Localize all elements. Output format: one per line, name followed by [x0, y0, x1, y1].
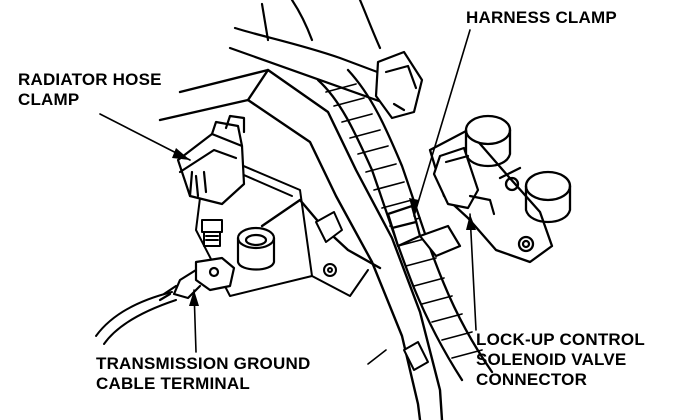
label-line: TRANSMISSION GROUND: [96, 354, 311, 373]
label-lockup-control-connector: LOCK-UP CONTROL SOLENOID VALVE CONNECTOR: [476, 330, 645, 390]
radiator-hose-clamp-part: [176, 114, 246, 206]
ground-terminal-part: [158, 256, 236, 302]
bolt: [201, 219, 223, 247]
label-radiator-hose-clamp: RADIATOR HOSE CLAMP: [18, 70, 162, 110]
rail-stud: [315, 211, 429, 371]
label-line: CABLE TERMINAL: [96, 374, 250, 393]
label-line: LOCK-UP CONTROL: [476, 330, 645, 349]
label-line: RADIATOR HOSE: [18, 70, 162, 89]
label-line: CONNECTOR: [476, 370, 588, 389]
upper-connector: [374, 50, 424, 120]
lockup-connector-part: [418, 146, 496, 258]
label-transmission-ground-cable-terminal: TRANSMISSION GROUND CABLE TERMINAL: [96, 354, 310, 394]
label-line: HARNESS CLAMP: [466, 8, 617, 27]
frame-rail: [158, 68, 444, 420]
label-line: SOLENOID VALVE: [476, 350, 627, 369]
round-cap: [236, 226, 276, 271]
callout-arrows: [172, 148, 476, 306]
label-line: CLAMP: [18, 90, 80, 109]
label-harness-clamp: HARNESS CLAMP: [466, 8, 617, 28]
ground-cable: [95, 291, 177, 345]
